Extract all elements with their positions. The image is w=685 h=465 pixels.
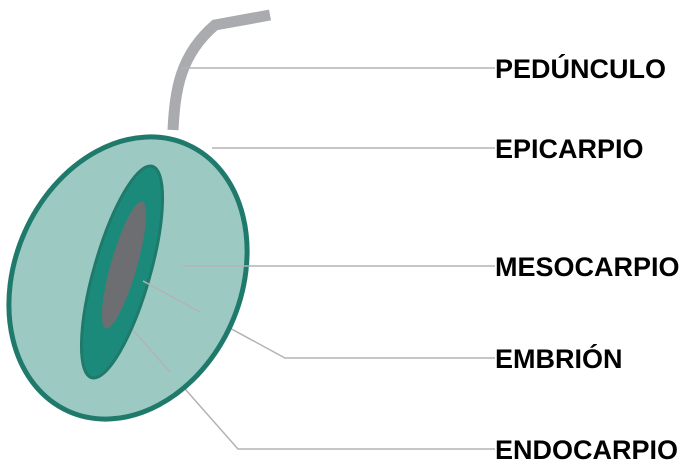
label-endocarp: ENDOCARPIO bbox=[495, 435, 678, 465]
peduncle-stem bbox=[173, 15, 270, 130]
label-embryo: EMBRIÓN bbox=[495, 343, 623, 374]
label-peduncle: PEDÚNCULO bbox=[495, 53, 666, 84]
label-epicarp: EPICARPIO bbox=[495, 134, 644, 164]
label-mesocarp: MESOCARPIO bbox=[495, 252, 680, 282]
